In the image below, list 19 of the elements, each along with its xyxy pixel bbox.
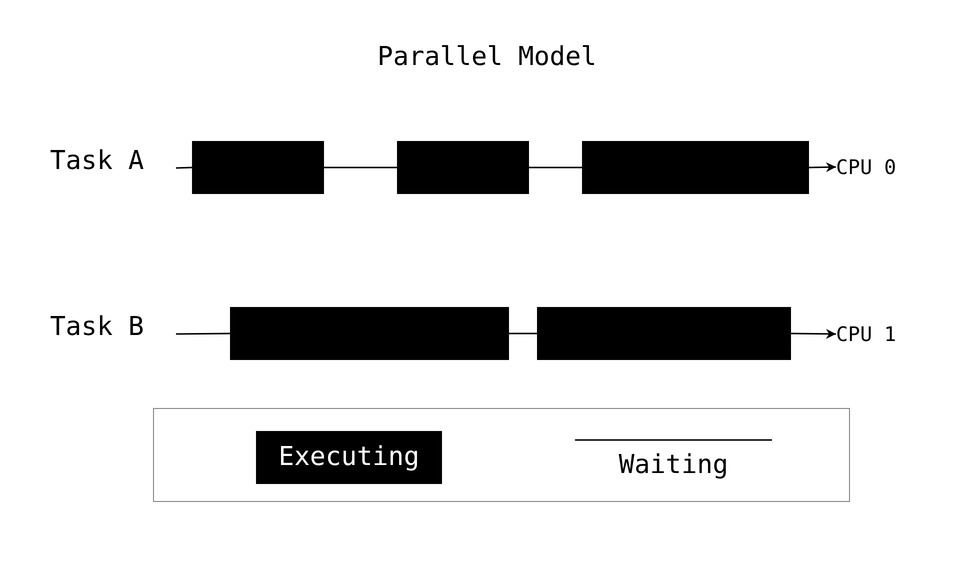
cpu-label: CPU 1 — [836, 321, 896, 347]
waiting-line — [529, 166, 582, 168]
execution-bar — [192, 141, 324, 194]
diagram-title: Parallel Model — [376, 42, 598, 72]
legend-label: Waiting — [618, 450, 730, 480]
waiting-line — [176, 166, 192, 169]
execution-bar — [230, 307, 509, 360]
arrow — [808, 162, 836, 172]
waiting-line — [509, 332, 537, 334]
execution-bar — [397, 141, 529, 194]
arrow — [791, 328, 836, 339]
cpu-label: CPU 0 — [836, 154, 896, 180]
task-label: Task A — [50, 146, 144, 176]
execution-bar — [537, 307, 791, 360]
execution-bar — [582, 141, 809, 194]
task-label: Task B — [50, 312, 144, 342]
waiting-line — [324, 166, 397, 168]
legend-label: Executing — [278, 442, 420, 472]
waiting-line — [176, 332, 230, 335]
